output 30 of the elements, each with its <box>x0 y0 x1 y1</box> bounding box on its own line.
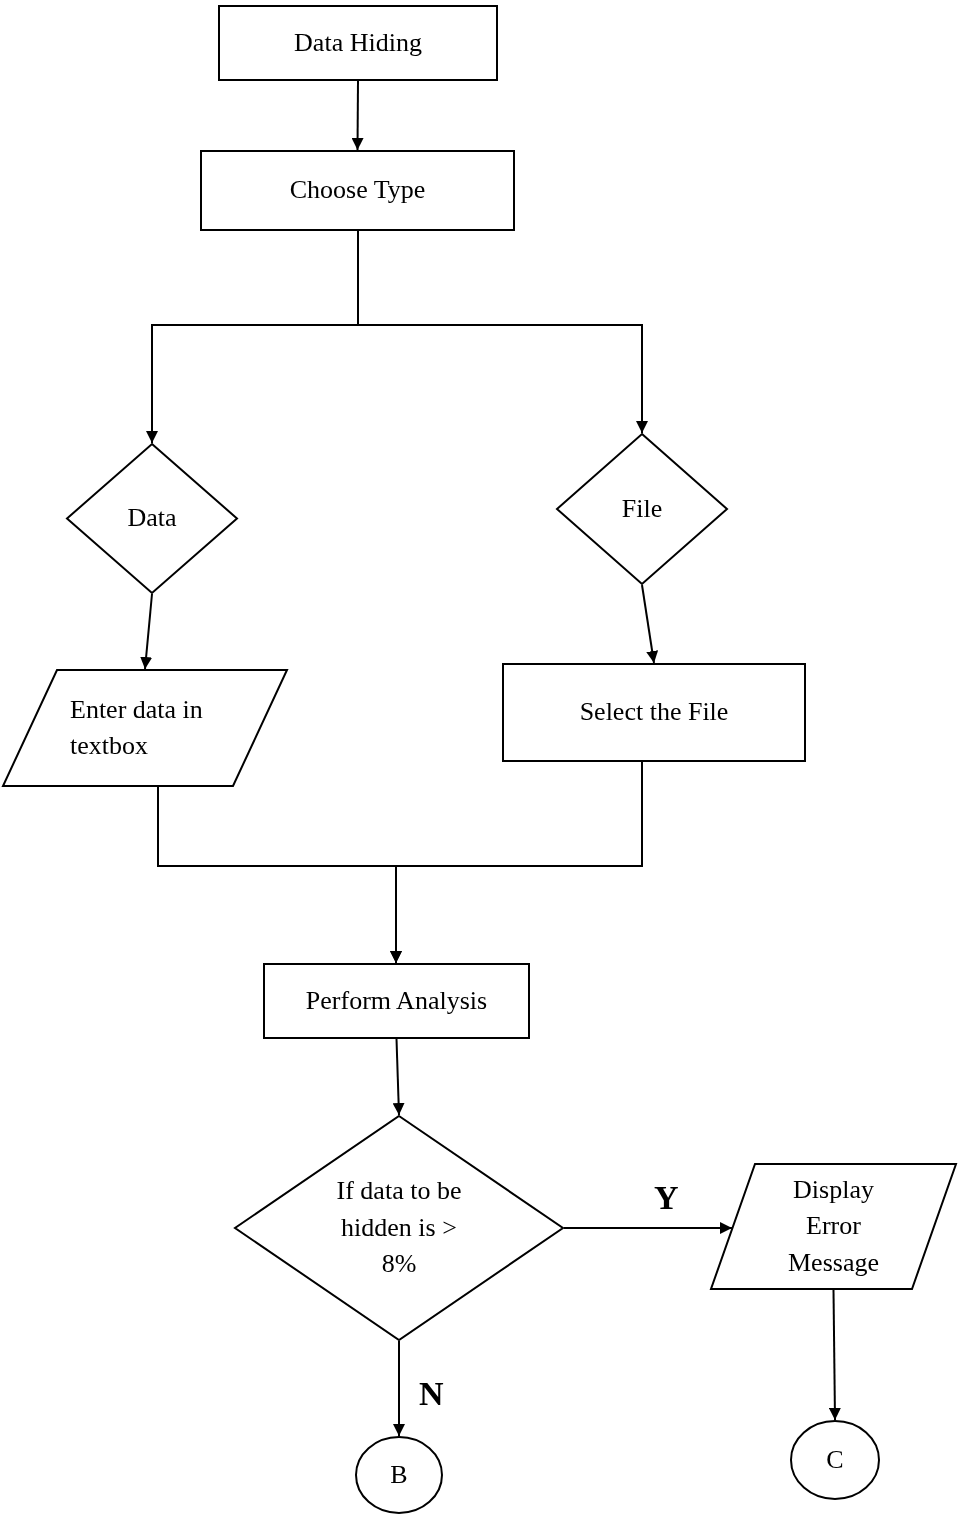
arrow <box>393 1340 405 1437</box>
arrow <box>140 593 153 670</box>
node-label: C <box>826 1443 844 1476</box>
arrow <box>390 761 643 964</box>
decision-diamond <box>556 433 728 585</box>
node-label: Perform Analysis <box>305 984 488 1017</box>
connector-circle <box>790 1420 880 1500</box>
node-label: Data <box>127 502 177 535</box>
node-label: Display Error Message <box>787 1173 880 1279</box>
process-box <box>200 150 515 231</box>
input-output-parallelogram <box>2 669 288 787</box>
input-output-parallelogram <box>710 1163 957 1290</box>
node-label: Data Hiding <box>294 26 422 59</box>
node-label: If data to be hidden is > 8% <box>335 1175 463 1281</box>
process-box <box>263 963 530 1039</box>
decision-diamond <box>234 1115 564 1341</box>
arrow <box>641 584 659 664</box>
connector-circle <box>355 1436 443 1514</box>
process-box <box>218 5 498 81</box>
arrow <box>563 1222 733 1234</box>
arrow <box>351 80 364 151</box>
node-label: Enter data in textbox <box>70 693 204 762</box>
process-box <box>502 663 806 762</box>
arrow <box>392 1038 405 1116</box>
node-label: Select the File <box>579 696 729 729</box>
node-label: File <box>621 492 663 525</box>
arrow <box>828 1289 841 1421</box>
decision-diamond <box>66 443 238 594</box>
node-label: B <box>390 1458 408 1491</box>
node-label: Choose Type <box>289 174 426 207</box>
